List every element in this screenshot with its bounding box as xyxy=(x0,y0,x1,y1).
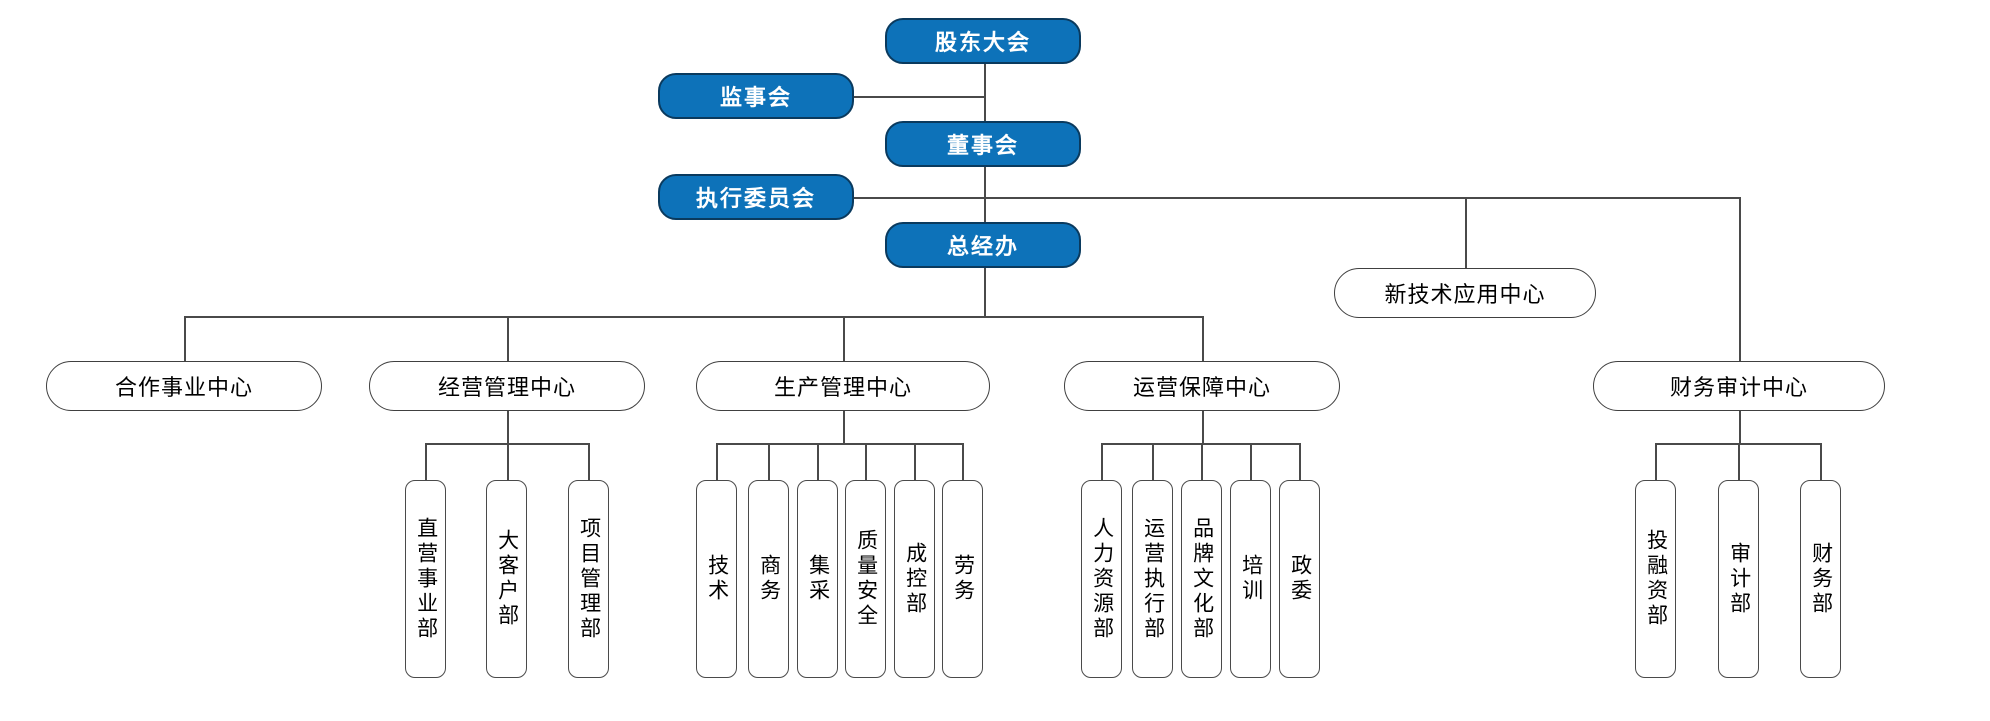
connector-line xyxy=(984,64,986,121)
connector-line xyxy=(1152,443,1154,480)
dept-labor: 劳务 xyxy=(942,480,983,678)
dept-investment-financing: 投融资部 xyxy=(1635,480,1676,678)
connector-line xyxy=(984,268,986,316)
dept-label: 大客户部 xyxy=(495,529,519,629)
dept-label: 品牌文化部 xyxy=(1190,516,1214,642)
node-label: 合作事业中心 xyxy=(114,375,253,400)
node-label: 经营管理中心 xyxy=(437,375,576,400)
dept-finance: 财务部 xyxy=(1800,480,1841,678)
node-label: 监事会 xyxy=(719,85,792,110)
connector-line xyxy=(716,443,963,445)
connector-line xyxy=(843,411,845,443)
connector-line xyxy=(865,443,867,480)
node-supervisory-board: 监事会 xyxy=(658,73,854,119)
connector-line xyxy=(1101,443,1300,445)
connector-line xyxy=(768,443,770,480)
dept-direct-business: 直营事业部 xyxy=(405,480,446,678)
connector-line xyxy=(1250,443,1252,480)
dept-label: 投融资部 xyxy=(1644,529,1668,629)
dept-human-resources: 人力资源部 xyxy=(1081,480,1122,678)
dept-label: 直营事业部 xyxy=(414,516,438,642)
connector-line xyxy=(1820,443,1822,480)
node-general-manager-office: 总经办 xyxy=(885,222,1081,268)
connector-line xyxy=(588,443,590,480)
dept-commerce: 商务 xyxy=(748,480,789,678)
connector-line xyxy=(507,443,509,480)
node-label: 新技术应用中心 xyxy=(1384,282,1546,307)
connector-line xyxy=(507,316,509,361)
connector-line xyxy=(184,316,1203,318)
dept-procurement: 集采 xyxy=(797,480,838,678)
dept-technology: 技术 xyxy=(696,480,737,678)
dept-label: 人力资源部 xyxy=(1090,516,1114,642)
connector-line xyxy=(817,443,819,480)
connector-line xyxy=(1202,316,1204,361)
connector-line xyxy=(854,96,984,98)
dept-label: 集采 xyxy=(806,554,830,604)
connector-line xyxy=(843,316,845,361)
dept-audit: 审计部 xyxy=(1718,480,1759,678)
connector-line xyxy=(1202,411,1204,443)
node-label: 生产管理中心 xyxy=(773,375,912,400)
connector-line xyxy=(1739,197,1741,361)
connector-line xyxy=(1739,411,1741,443)
dept-label: 运营执行部 xyxy=(1141,516,1165,642)
node-executive-committee: 执行委员会 xyxy=(658,174,854,220)
node-cooperation-business-center: 合作事业中心 xyxy=(46,361,322,411)
connector-line xyxy=(507,411,509,443)
dept-brand-culture: 品牌文化部 xyxy=(1181,480,1222,678)
dept-training: 培训 xyxy=(1230,480,1271,678)
connector-line xyxy=(425,443,427,480)
dept-label: 培训 xyxy=(1239,554,1263,604)
dept-label: 财务部 xyxy=(1809,541,1833,617)
connector-line xyxy=(184,316,186,361)
node-label: 运营保障中心 xyxy=(1132,375,1271,400)
dept-cost-control: 成控部 xyxy=(894,480,935,678)
dept-label: 技术 xyxy=(705,554,729,604)
dept-label: 审计部 xyxy=(1727,541,1751,617)
node-label: 董事会 xyxy=(946,133,1019,158)
connector-line xyxy=(914,443,916,480)
connector-line xyxy=(962,443,964,480)
node-operation-management-center: 经营管理中心 xyxy=(369,361,645,411)
dept-label: 商务 xyxy=(757,554,781,604)
dept-operation-execution: 运营执行部 xyxy=(1132,480,1173,678)
connector-line xyxy=(1738,443,1740,480)
node-label: 执行委员会 xyxy=(695,186,816,211)
connector-line xyxy=(984,167,986,222)
connector-line xyxy=(1299,443,1301,480)
connector-line xyxy=(1101,443,1103,480)
node-new-tech-application-center: 新技术应用中心 xyxy=(1334,268,1596,318)
dept-label: 政委 xyxy=(1288,554,1312,604)
node-label: 股东大会 xyxy=(934,30,1031,55)
node-board-of-directors: 董事会 xyxy=(885,121,1081,167)
node-finance-audit-center: 财务审计中心 xyxy=(1593,361,1885,411)
node-operation-support-center: 运营保障中心 xyxy=(1064,361,1340,411)
dept-label: 质量安全 xyxy=(854,529,878,629)
node-shareholders-meeting: 股东大会 xyxy=(885,18,1081,64)
dept-political-commissar: 政委 xyxy=(1279,480,1320,678)
dept-label: 项目管理部 xyxy=(577,516,601,642)
dept-project-management: 项目管理部 xyxy=(568,480,609,678)
connector-line xyxy=(1201,443,1203,480)
dept-quality-safety: 质量安全 xyxy=(845,480,886,678)
node-label: 财务审计中心 xyxy=(1669,375,1808,400)
dept-label: 劳务 xyxy=(951,554,975,604)
connector-line xyxy=(716,443,718,480)
connector-line xyxy=(1655,443,1657,480)
dept-label: 成控部 xyxy=(903,541,927,617)
connector-line xyxy=(854,197,1740,199)
node-production-management-center: 生产管理中心 xyxy=(696,361,990,411)
node-label: 总经办 xyxy=(946,234,1019,259)
dept-key-accounts: 大客户部 xyxy=(486,480,527,678)
connector-line xyxy=(1465,197,1467,268)
